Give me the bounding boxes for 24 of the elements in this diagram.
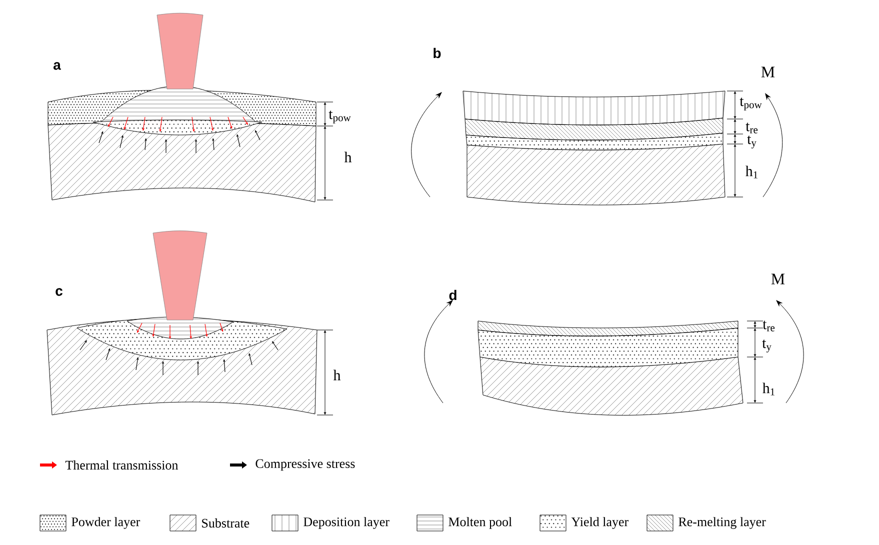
dimension-label: t$_{re}$ <box>762 320 775 332</box>
panel-letter: a <box>54 62 61 70</box>
moment-label: M <box>761 66 775 78</box>
dimension-label: h <box>333 370 341 380</box>
dimension-label: t$_{re}$ <box>746 122 758 134</box>
dimension-label: h$_{1}$ <box>762 382 774 396</box>
legend-label: Thermal transmission <box>65 460 178 470</box>
legend-label: Compressive stress <box>256 459 355 471</box>
panel-letter: c <box>56 288 62 296</box>
dimension-label: t$_{pow}$ <box>328 110 351 124</box>
legend-label: Yield layer <box>571 517 628 529</box>
legend-label: Powder layer <box>72 517 140 529</box>
legend-label: Re-melting layer <box>678 517 766 529</box>
dimension-label: h <box>344 152 352 162</box>
panel-letter: b <box>434 48 441 58</box>
dimension-label: t$_{y}$ <box>762 340 772 352</box>
dimension-label: h$_{1}$ <box>746 166 758 178</box>
panel-letter: d <box>449 290 456 300</box>
legend-label: Molten pool <box>448 517 512 529</box>
dimension-label: t$_{y}$ <box>747 136 756 148</box>
moment-label: M <box>771 274 785 284</box>
legend-label: Deposition layer <box>304 517 390 529</box>
legend-label: Substrate <box>202 518 250 528</box>
dimension-label: t$_{pow}$ <box>740 98 762 110</box>
